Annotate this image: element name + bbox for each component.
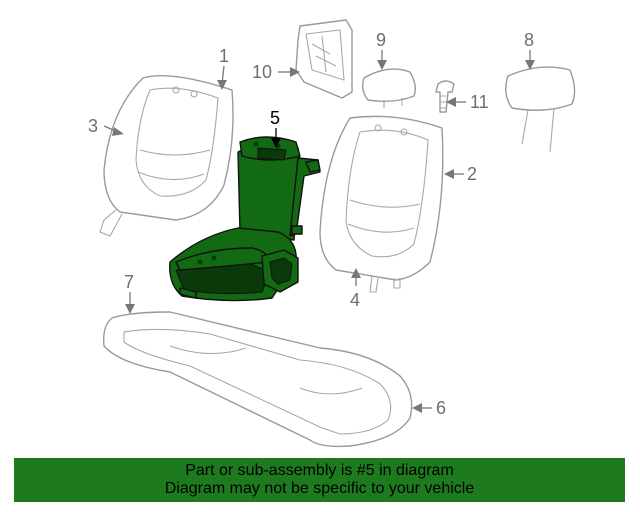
seat-cushion [102,311,413,448]
right-seat-back [319,115,444,293]
right-headrest [505,66,576,153]
callout-1: 1 [219,46,229,66]
callout-7: 7 [124,272,134,292]
callout-5: 5 [270,108,280,128]
parts-diagram: 1 2 3 4 5 6 7 8 9 10 11 [88,19,576,448]
armrest-assembly-highlighted [169,136,321,302]
callout-6: 6 [436,398,446,418]
seat-bracket [295,19,353,99]
headrest-guide [435,80,455,113]
disclaimer-line-1: Part or sub-assembly is #5 in diagram [185,462,454,479]
disclaimer-line-2: Diagram may not be specific to your vehi… [164,480,475,497]
callout-11: 11 [470,92,489,112]
disclaimer-banner: Part or sub-assembly is #5 in diagram Di… [14,458,625,502]
callout-arrows [103,50,535,413]
callout-3: 3 [88,116,98,136]
callout-10: 10 [252,62,272,82]
callout-9: 9 [376,30,386,50]
left-seat-back [99,75,234,237]
callout-8: 8 [524,30,534,50]
callout-4: 4 [350,290,360,310]
callout-2: 2 [467,164,477,184]
left-headrest [361,68,417,108]
